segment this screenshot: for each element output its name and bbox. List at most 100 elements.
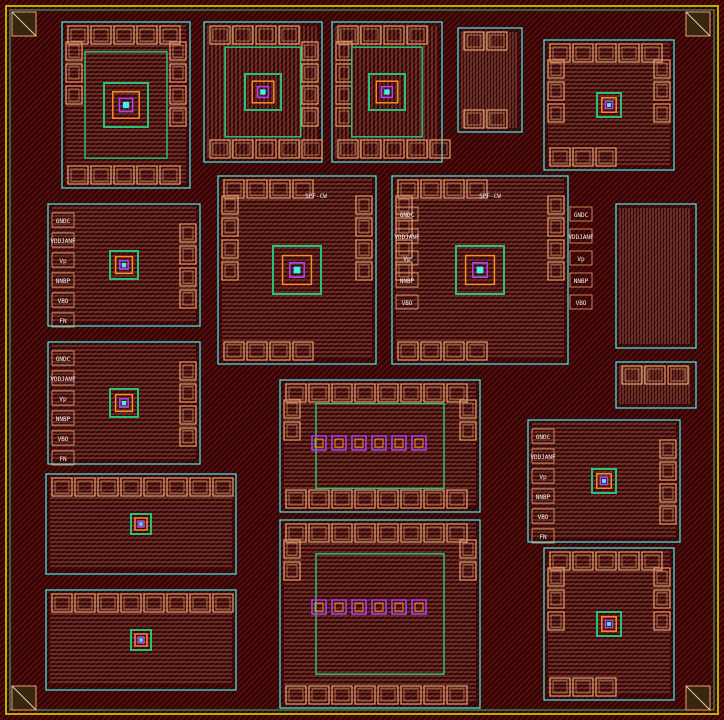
- pad: [595, 551, 617, 571]
- pad-inner: [162, 28, 178, 42]
- pad: [397, 179, 419, 199]
- metal-block: [351, 46, 423, 138]
- cell-tl-2: [203, 21, 323, 163]
- metal-ring: [130, 629, 152, 651]
- pad: [423, 685, 445, 705]
- transistor: [311, 599, 327, 615]
- pin-label: Vp: [577, 256, 585, 263]
- gate: [414, 438, 424, 448]
- pad-inner: [624, 368, 640, 382]
- pad-inner: [598, 554, 614, 568]
- pad-inner: [550, 242, 562, 256]
- pin-pad: [569, 250, 593, 266]
- pad-inner: [258, 142, 274, 156]
- pin-pad: [395, 294, 419, 310]
- pad-inner: [552, 150, 568, 164]
- pad: [166, 477, 188, 497]
- pad: [621, 365, 643, 385]
- pad: [618, 551, 640, 571]
- pad: [189, 477, 211, 497]
- pad: [90, 25, 112, 45]
- metal-ring: [244, 73, 282, 111]
- pad-inner: [338, 66, 350, 80]
- pin-pad: [531, 428, 555, 444]
- cell-outline: [391, 175, 569, 365]
- pin-label: NNBP: [536, 494, 551, 501]
- pad: [209, 25, 231, 45]
- pin-pad: [51, 232, 75, 248]
- pad-inner: [54, 480, 70, 494]
- pad: [429, 139, 451, 159]
- pad-inner: [644, 46, 660, 60]
- pad: [97, 593, 119, 613]
- pad-inner: [100, 596, 116, 610]
- pad-inner: [70, 168, 86, 182]
- pad-inner: [409, 142, 425, 156]
- pad-inner: [400, 344, 416, 358]
- pad: [179, 267, 197, 287]
- via-ring: [375, 80, 399, 104]
- contact: [121, 262, 127, 268]
- pad-inner: [358, 220, 370, 234]
- pad-inner: [449, 526, 465, 540]
- transistor: [331, 599, 347, 615]
- pin-pad: [395, 272, 419, 288]
- cell-tl-1: [61, 21, 191, 189]
- pad-inner: [647, 368, 663, 382]
- cell-outline: [203, 21, 323, 163]
- pad-inner: [224, 198, 236, 212]
- gate: [354, 602, 364, 612]
- pad-inner: [575, 680, 591, 694]
- poly-core: [599, 476, 609, 486]
- metal-block: [84, 51, 168, 159]
- pad-inner: [489, 34, 505, 48]
- pad: [283, 399, 301, 419]
- pad-inner: [100, 480, 116, 494]
- pad: [278, 25, 300, 45]
- pad: [547, 217, 565, 237]
- pad: [90, 165, 112, 185]
- pad-inner: [249, 344, 265, 358]
- pad: [653, 103, 671, 123]
- cell-outline: [217, 175, 377, 365]
- pad-inner: [286, 542, 298, 556]
- metal-ring: [103, 82, 149, 128]
- pad: [395, 217, 413, 237]
- poly-core: [118, 97, 134, 113]
- pad: [360, 139, 382, 159]
- pad-inner: [462, 564, 474, 578]
- pad-inner: [68, 66, 80, 80]
- pin-pad: [395, 206, 419, 222]
- pin-pad: [51, 212, 75, 228]
- pad-inner: [172, 66, 184, 80]
- pad: [423, 523, 445, 543]
- pad: [400, 383, 422, 403]
- pad-inner: [550, 614, 562, 628]
- cell-outline: [45, 589, 237, 691]
- pad-inner: [462, 402, 474, 416]
- pad-inner: [226, 182, 242, 196]
- pin-label: NNBP: [400, 278, 415, 285]
- pad: [644, 365, 666, 385]
- pad-inner: [449, 386, 465, 400]
- pad: [331, 383, 353, 403]
- pad: [423, 489, 445, 509]
- pad: [420, 341, 442, 361]
- pad: [547, 589, 565, 609]
- pad: [159, 165, 181, 185]
- pad: [395, 239, 413, 259]
- pad: [283, 561, 301, 581]
- pad-inner: [656, 592, 668, 606]
- pad: [459, 421, 477, 441]
- pin-label: VDDJANF: [530, 454, 556, 461]
- cell-outline: [279, 379, 481, 513]
- gate: [394, 438, 404, 448]
- pad-inner: [550, 570, 562, 584]
- pin-pad: [569, 228, 593, 244]
- pad-inner: [286, 424, 298, 438]
- pad: [595, 43, 617, 63]
- pad-inner: [334, 526, 350, 540]
- pad: [301, 63, 319, 83]
